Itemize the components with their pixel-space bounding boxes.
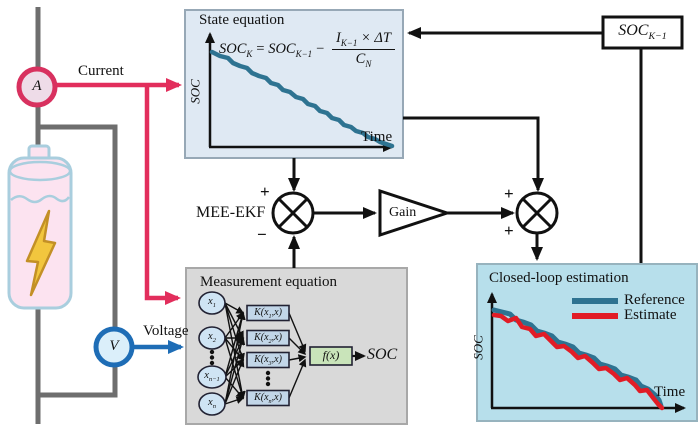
sum-junction-2	[515, 191, 559, 235]
ammeter-label: A	[32, 78, 42, 94]
formula-fraction: IK−1 × ΔT CN	[331, 30, 395, 69]
fx-box	[309, 346, 353, 366]
state-box-title: State equation	[199, 12, 285, 28]
sum-junction-1	[271, 191, 315, 235]
closed-loop-box	[476, 263, 698, 422]
input-node-label: x1	[208, 296, 216, 310]
closed-plot-xlabel: Time	[654, 384, 686, 400]
closed-loop-plot	[487, 292, 686, 413]
closed-plot-ylabel: SOC	[470, 335, 486, 360]
kernel-box-label: K(x3,x)	[254, 354, 282, 367]
battery-liquid-line	[10, 194, 71, 204]
kernel-ellipsis-dots	[265, 370, 271, 387]
voltmeter-label: V	[109, 338, 119, 354]
voltage-label: Voltage	[143, 323, 189, 339]
kernel-box-label: K(x2,x)	[254, 332, 282, 345]
kernel-box-label: K(xn,x)	[254, 392, 282, 405]
input-nodes	[197, 291, 227, 416]
legend-estimate-label: Estimate	[624, 307, 677, 323]
arrow-current-to-measurement	[144, 85, 181, 305]
mee-ekf-label: MEE-EKF	[196, 204, 266, 221]
ammeter-circle	[16, 66, 58, 108]
fx-label: f(x)	[322, 348, 340, 362]
current-path	[56, 78, 182, 305]
sum1-top-sign: +	[260, 182, 270, 201]
input-node-label: xn−1	[204, 370, 220, 384]
state-equation-formula: SOCK = SOCK−1 − IK−1 × ΔT CN	[219, 30, 395, 69]
signal-lines	[288, 27, 643, 268]
soc-output-label: SOC	[367, 346, 398, 363]
legend-reference-label: Reference	[624, 292, 685, 308]
sum2-top-sign: +	[504, 184, 514, 203]
closed-box-title: Closed-loop estimation	[489, 270, 629, 286]
lightning-bolt-icon	[25, 209, 57, 297]
soc-previous-text: SOCK−1	[618, 22, 667, 43]
gain-label: Gain	[389, 205, 417, 220]
kernel-box-label: K(x1,x)	[254, 307, 282, 320]
state-plot-ylabel: SOC	[187, 79, 203, 104]
state-plot	[205, 32, 395, 152]
input-node-label: xn	[208, 397, 216, 411]
estimate-curve	[491, 312, 665, 411]
state-plot-xlabel: Time	[361, 129, 393, 145]
voltmeter-circle	[93, 326, 135, 368]
kernel-network	[197, 291, 366, 416]
current-label: Current	[78, 63, 124, 79]
measurement-box-title: Measurement equation	[200, 274, 338, 290]
gain-triangle	[378, 188, 452, 238]
state-soc-curve	[209, 49, 395, 149]
battery-top-rim	[8, 160, 72, 182]
input-node-label: x2	[208, 331, 216, 345]
sum1-bottom-sign: −	[257, 225, 267, 244]
reference-curve	[491, 307, 664, 409]
input-ellipsis-dots	[209, 349, 215, 366]
battery	[7, 144, 73, 310]
arrow-state-to-sum2	[403, 116, 544, 192]
kernel-boxes	[246, 304, 290, 407]
network-connections	[224, 302, 366, 405]
circuit-wires	[35, 7, 118, 424]
sum2-bottom-sign: +	[504, 221, 514, 240]
